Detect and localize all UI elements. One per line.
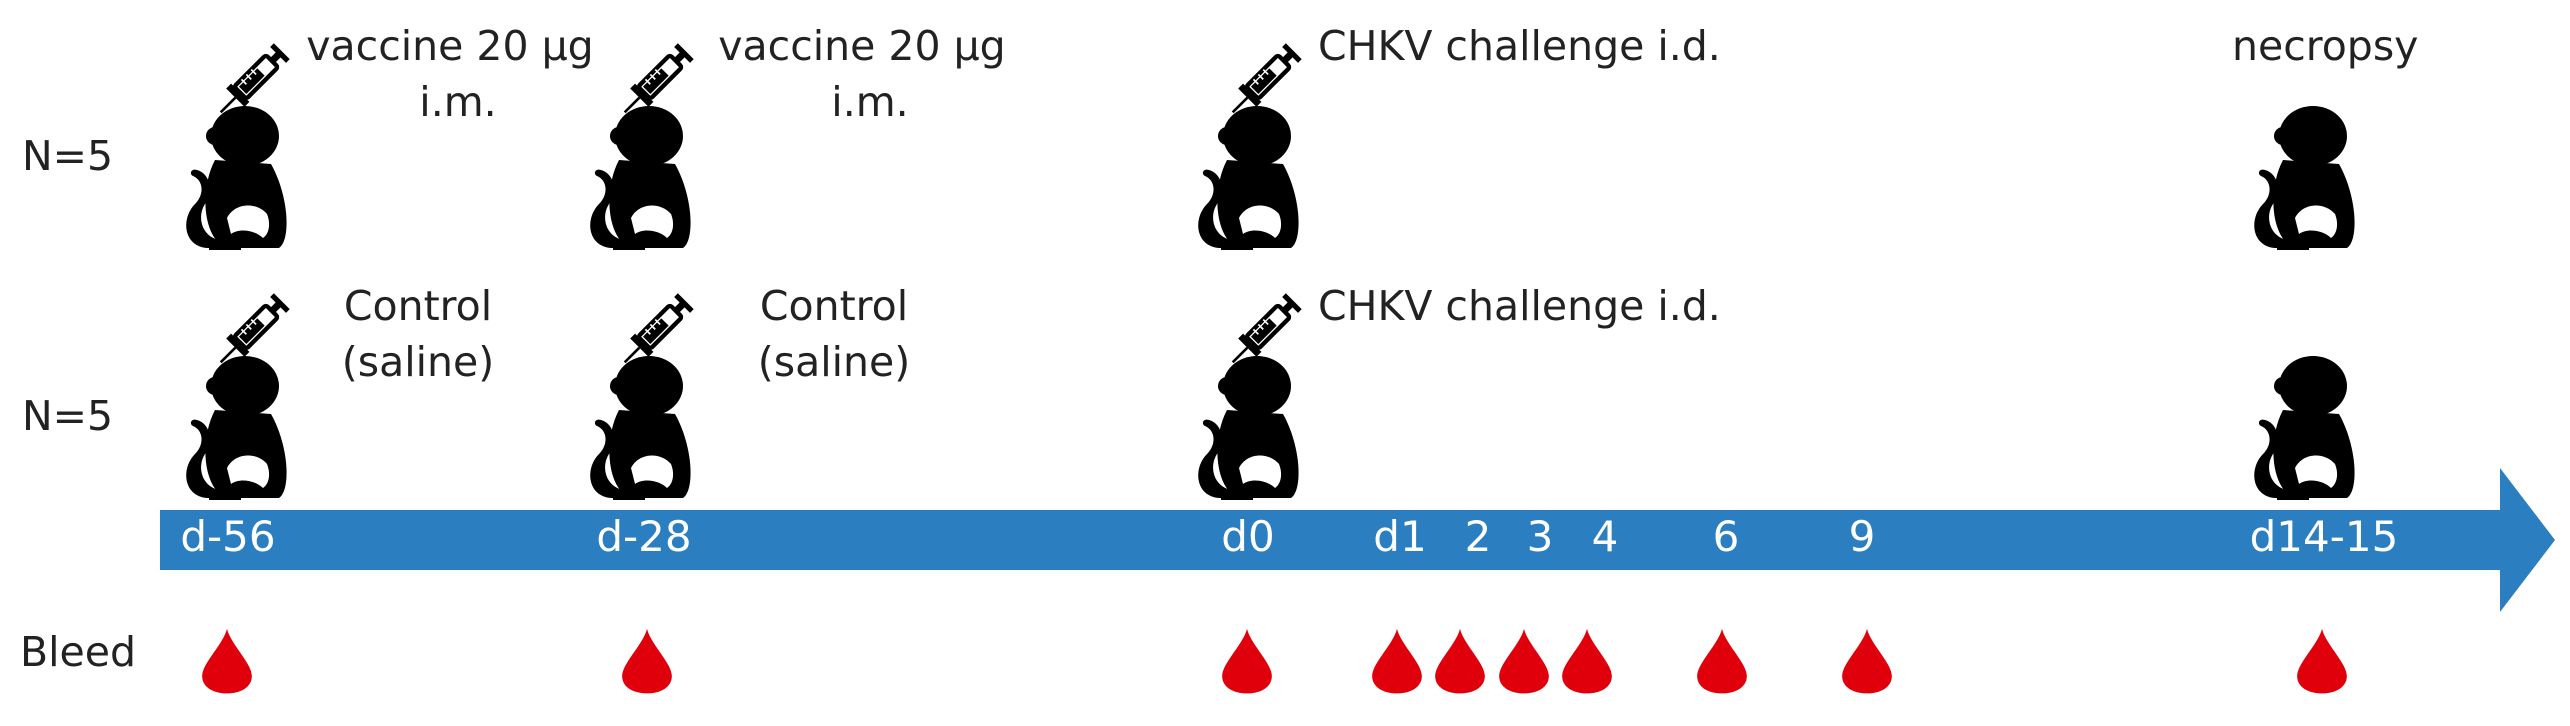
blood-drop-icon xyxy=(1697,628,1747,694)
annotation-text: CHKV challenge i.d. xyxy=(1318,22,1721,70)
group-label: N=5 xyxy=(22,132,114,180)
bleed-label: Bleed xyxy=(20,628,136,676)
blood-drop-icon xyxy=(1435,628,1485,694)
monkey-icon xyxy=(186,106,287,250)
timeline-tick: 2 xyxy=(1464,512,1492,561)
timeline-tick: 6 xyxy=(1712,512,1740,561)
group-label: N=5 xyxy=(22,392,114,440)
timeline-tick: 3 xyxy=(1526,512,1554,561)
annotation-text: Control xyxy=(759,282,909,330)
timeline-tick: 4 xyxy=(1591,512,1619,561)
monkey-icon xyxy=(2254,356,2355,500)
blood-drop-icon xyxy=(2297,628,2347,694)
annotation-text: i.m. xyxy=(419,78,497,126)
blood-drop-icon xyxy=(1222,628,1272,694)
timeline-tick: d-56 xyxy=(180,512,276,561)
annotation-text: vaccine 20 µg xyxy=(306,22,594,70)
annotation-text: (saline) xyxy=(341,338,495,386)
annotation-text: i.m. xyxy=(831,78,909,126)
blood-drop-icon xyxy=(1499,628,1549,694)
timeline-tick: 9 xyxy=(1848,512,1876,561)
annotation-text: (saline) xyxy=(757,338,911,386)
annotation-text: vaccine 20 µg xyxy=(718,22,1006,70)
monkey-icon xyxy=(186,356,287,500)
monkey-icon xyxy=(590,356,691,500)
timeline-tick: d0 xyxy=(1221,512,1275,561)
timeline-arrow xyxy=(160,468,2555,612)
annotation-text: CHKV challenge i.d. xyxy=(1318,282,1721,330)
monkey-icon xyxy=(2254,106,2355,250)
blood-drop-icon xyxy=(622,628,672,694)
timeline-tick: d-28 xyxy=(596,512,692,561)
timeline-tick: d14-15 xyxy=(2249,512,2399,561)
blood-drop-icon xyxy=(1372,628,1422,694)
blood-drop-icon xyxy=(202,628,252,694)
annotation-text: necropsy xyxy=(2232,22,2419,70)
timeline-tick: d1 xyxy=(1373,512,1427,561)
monkey-icon xyxy=(590,106,691,250)
blood-drop-icon xyxy=(1562,628,1612,694)
blood-drop-icon xyxy=(1842,628,1892,694)
annotation-text: Control xyxy=(343,282,493,330)
monkey-icon xyxy=(1198,106,1299,250)
monkey-icon xyxy=(1198,356,1299,500)
